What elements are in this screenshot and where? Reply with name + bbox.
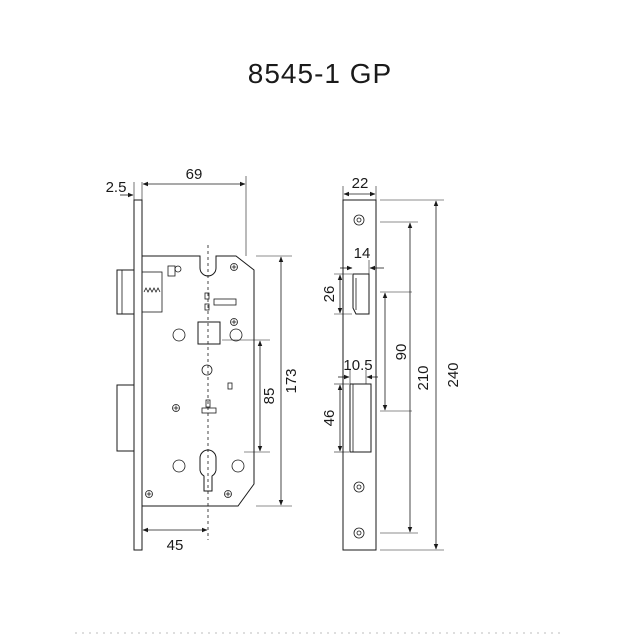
product-title: 8545-1 GP: [247, 58, 393, 89]
cylinder-cutout: [199, 449, 217, 492]
dim-240: 240: [445, 362, 462, 387]
deadbolt-opening: [349, 383, 372, 453]
latch-opening: [352, 273, 370, 315]
follower-square: [197, 321, 221, 345]
dim-90: 90: [393, 344, 410, 361]
dim-2-5: 2.5: [106, 179, 127, 196]
side-faceplate: [342, 199, 377, 551]
dim-45: 45: [167, 537, 184, 554]
dim-69: 69: [186, 166, 203, 183]
lock-case: [141, 255, 255, 507]
screw-icon: [230, 263, 238, 271]
faceplate: [133, 199, 143, 551]
dim-46: 46: [321, 410, 338, 427]
dim-173: 173: [283, 368, 300, 393]
dim-85: 85: [261, 388, 278, 405]
latch-bolt: [116, 269, 135, 315]
front-view: 2.5 69 173 85 45: [106, 166, 300, 554]
dim-14: 14: [354, 245, 371, 262]
dead-bolt: [116, 384, 135, 452]
dim-22: 22: [352, 175, 369, 192]
dim-10-5: 10.5: [343, 357, 372, 374]
latch-mechanism: [141, 271, 163, 313]
side-view: 22 14 26 90 10.5 46 210 240: [321, 175, 462, 551]
dim-210: 210: [415, 365, 432, 390]
dim-26: 26: [321, 286, 338, 303]
